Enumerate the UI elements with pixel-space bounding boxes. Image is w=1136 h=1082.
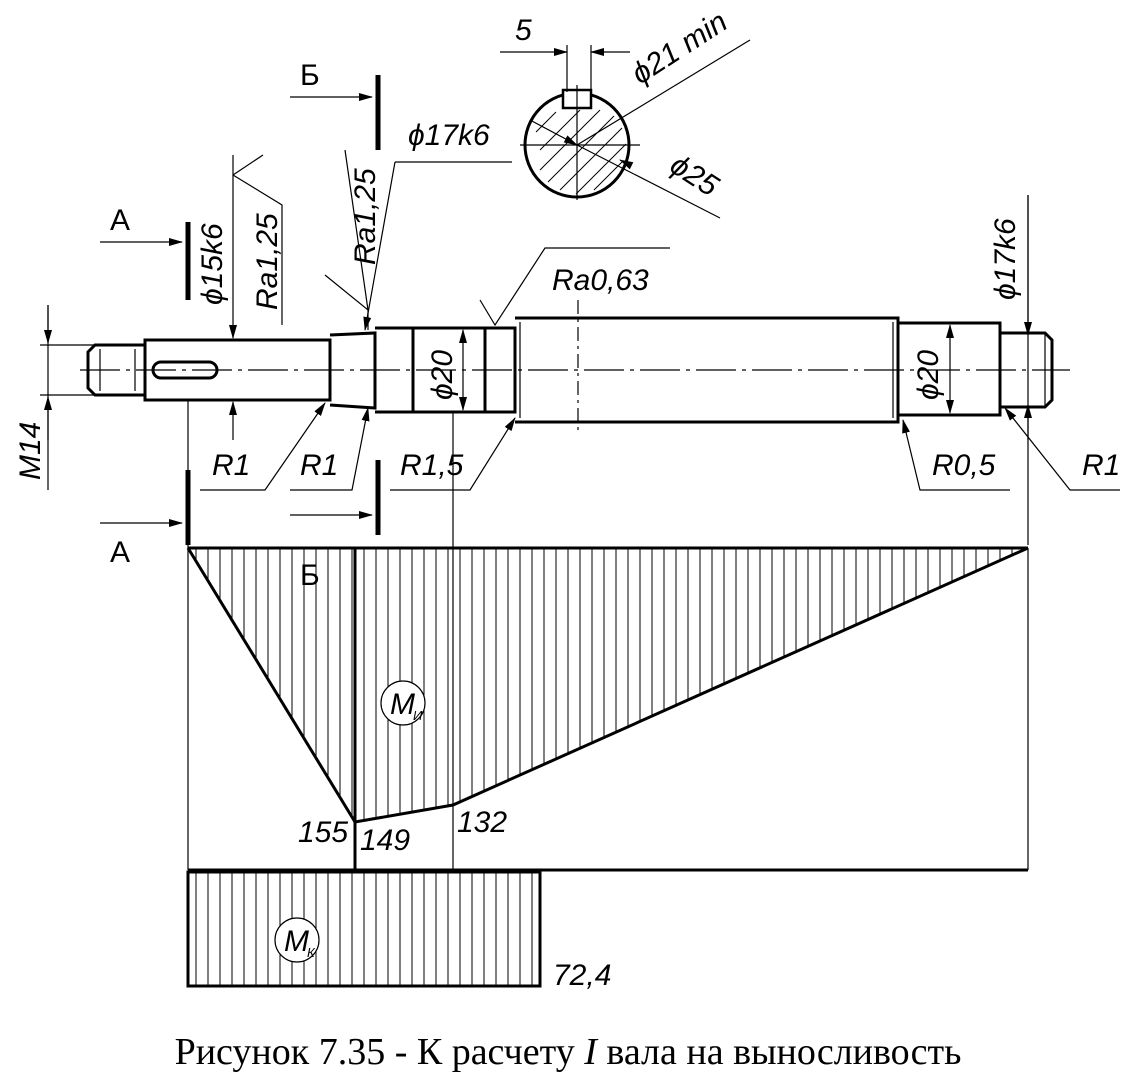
bending-symbol-subscript: И	[413, 708, 423, 723]
section-b-top-label: Б	[300, 59, 320, 92]
radius-r1-b: R1	[300, 449, 338, 482]
shaft-step-d15	[143, 338, 332, 402]
shaft-step-d17-left	[329, 331, 377, 410]
d17k6-right-dim: ϕ17k6	[989, 218, 1022, 300]
ra125-mid-dim: Ra1,25	[349, 168, 382, 265]
torque-value: 72,4	[553, 959, 611, 992]
section-b-bottom-label: Б	[300, 559, 320, 592]
caption-prefix: Рисунок 7.35 - К расчету	[174, 1031, 585, 1073]
ra063-dim: Ra0,63	[552, 264, 649, 297]
section-a-top-label: А	[110, 204, 130, 237]
key-slot	[151, 360, 219, 380]
d20-right-dim: ϕ20	[912, 350, 945, 400]
radius-r1-a: R1	[212, 449, 250, 482]
caption-suffix: вала на выносливость	[596, 1031, 962, 1073]
shaft	[80, 300, 1070, 430]
bending-value-155: 155	[298, 816, 348, 849]
section-a-bottom-label: А	[110, 536, 130, 569]
dimension-lines	[40, 75, 1120, 870]
section-hatch	[535, 109, 627, 195]
shaft-end-right	[1000, 331, 1054, 409]
caption-roman: I	[584, 1031, 597, 1073]
d20-left-dim: ϕ20	[426, 350, 459, 400]
bending-value-149: 149	[360, 824, 410, 857]
thread-dim: M14	[14, 422, 47, 480]
figure-caption: Рисунок 7.35 - К расчету I вала на вынос…	[0, 1030, 1136, 1074]
bending-value-132: 132	[457, 806, 507, 839]
d25-dim: ϕ25	[664, 148, 724, 203]
torque-symbol	[274, 917, 320, 963]
radius-r1-c: R1	[1082, 449, 1120, 482]
d17k6-section-dim: ϕ17k6	[408, 119, 490, 152]
bending-moment-diagram	[186, 546, 1029, 872]
radius-r05: R0,5	[932, 449, 996, 482]
labels: А А Б Б 5 ϕ21 min ϕ17k6 ϕ25 ϕ15k6 Ra1,25…	[14, 5, 1120, 992]
shaft-main-body	[515, 316, 900, 424]
radius-r15: R1,5	[400, 449, 464, 482]
cross-section	[395, 39, 751, 219]
torque-symbol-letter: M	[284, 925, 309, 958]
d15k6-dim: ϕ15k6	[196, 223, 229, 305]
shaft-step-d20-right	[898, 321, 1002, 417]
shaft-step-d20-left	[375, 326, 517, 414]
torque-diagram	[186, 870, 542, 988]
torque-symbol-subscript: К	[307, 945, 316, 960]
bending-symbol-letter: M	[390, 688, 415, 721]
keyway-width-dim: 5	[515, 14, 532, 47]
ra125-left-dim: Ra1,25	[251, 213, 284, 310]
d21-dim: ϕ21 min	[626, 5, 733, 91]
bending-moment-symbol	[380, 680, 426, 726]
